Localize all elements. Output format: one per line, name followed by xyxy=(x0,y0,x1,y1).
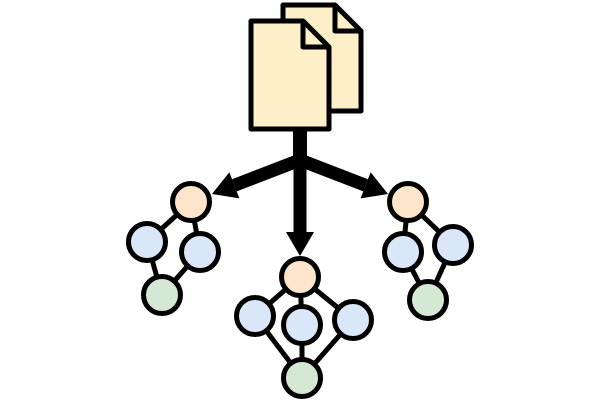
arrow-right-shaft xyxy=(297,153,368,192)
graph-center xyxy=(234,256,374,399)
arrow-left-shaft xyxy=(232,153,303,192)
arrow-center-head xyxy=(286,232,314,256)
graph-node-leaf xyxy=(281,357,323,399)
split-arrows xyxy=(212,131,388,256)
document-back-fold xyxy=(332,5,361,34)
graph-node-leaf xyxy=(407,279,449,321)
graph-node-middle xyxy=(281,304,323,346)
arrow-left-head xyxy=(212,172,240,199)
graph-node-root xyxy=(279,256,321,298)
graph-node-middle xyxy=(382,231,424,273)
graph-node-middle xyxy=(234,295,276,337)
graph-node-middle xyxy=(332,299,374,341)
graph-node-middle xyxy=(179,231,221,273)
documents-icon xyxy=(248,2,364,132)
document-front-fold xyxy=(300,21,329,50)
graph-node-middle xyxy=(432,224,474,266)
graph-node-leaf xyxy=(141,274,183,316)
graph-right xyxy=(382,181,474,321)
graph-node-root xyxy=(170,181,212,223)
graph-node-middle xyxy=(126,221,168,263)
graph-node-root xyxy=(387,181,429,223)
document-front xyxy=(248,18,332,132)
arrow-right-head xyxy=(360,172,388,199)
graph-left xyxy=(126,181,221,316)
